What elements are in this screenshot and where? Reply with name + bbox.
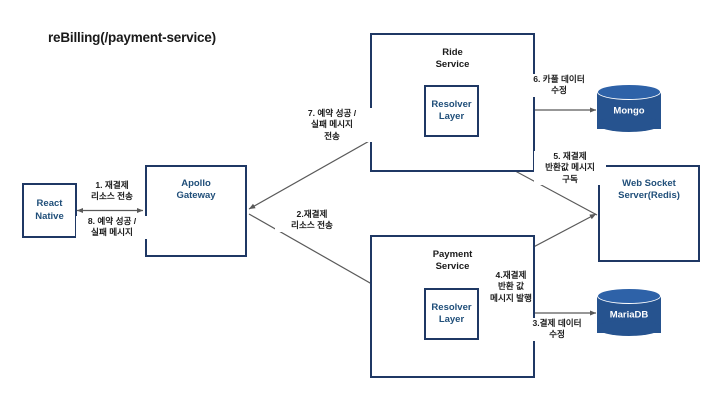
mongo-cylinder-top bbox=[597, 84, 661, 100]
node-apollo-gateway[interactable]: Apollo Gateway bbox=[145, 165, 247, 257]
edge-label-step3: 3.결제 데이터 수정 bbox=[519, 318, 595, 341]
node-mongo-database[interactable]: Mongo bbox=[597, 84, 661, 137]
mariadb-cylinder-top bbox=[597, 288, 661, 304]
edge-label-step5: 5. 재결제 반환값 메시지 구독 bbox=[534, 151, 606, 186]
node-react-native-label: React Native bbox=[35, 198, 64, 222]
edge-label-step1: 1. 재결제 리소스 전송 bbox=[80, 180, 144, 203]
node-ride-resolver-layer-label: Resolver Layer bbox=[431, 98, 472, 122]
mongo-cylinder-bottom bbox=[597, 116, 661, 132]
edge-label-step2: 2.재결제 리소스 전송 bbox=[275, 209, 349, 232]
node-websocket-server-label: Web Socket Server(Redis) bbox=[618, 178, 680, 202]
edge-label-step7: 7. 예약 성공 / 실패 메시지 전송 bbox=[292, 108, 372, 143]
node-websocket-server[interactable]: Web Socket Server(Redis) bbox=[598, 165, 700, 262]
node-mariadb-database[interactable]: MariaDB bbox=[597, 288, 661, 341]
node-ride-resolver-layer[interactable]: Resolver Layer bbox=[424, 85, 479, 137]
node-react-native[interactable]: React Native bbox=[22, 183, 77, 238]
edge-label-step8: 8. 예약 성공 / 실패 메시지 bbox=[76, 216, 148, 239]
node-payment-resolver-layer-label: Resolver Layer bbox=[431, 301, 472, 325]
edge-label-step6: 6. 카풀 데이터 수정 bbox=[522, 74, 596, 97]
node-ride-service-label: Ride Service bbox=[435, 47, 470, 71]
page-title: reBilling(/payment-service) bbox=[48, 30, 216, 45]
node-payment-resolver-layer[interactable]: Resolver Layer bbox=[424, 288, 479, 340]
mariadb-cylinder-bottom bbox=[597, 320, 661, 336]
node-apollo-gateway-label: Apollo Gateway bbox=[176, 178, 216, 202]
edge-label-step4: 4.재결제 반환 값 메시지 발행 bbox=[490, 270, 532, 303]
